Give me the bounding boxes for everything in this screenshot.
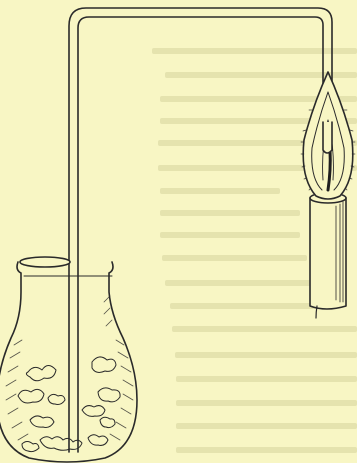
candle (310, 190, 346, 318)
bent-glass-tube (69, 8, 332, 452)
tube-outlet (323, 122, 332, 153)
